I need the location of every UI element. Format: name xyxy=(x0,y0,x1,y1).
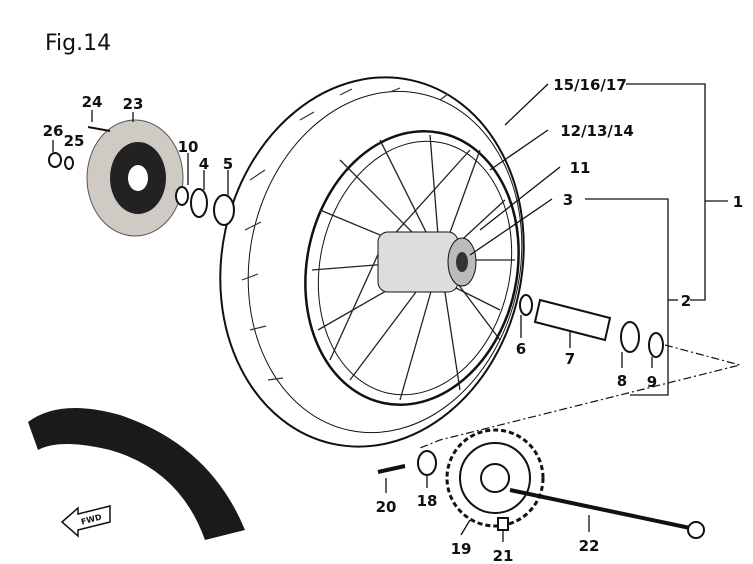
label-7: 7 xyxy=(565,350,575,368)
label-8: 8 xyxy=(617,372,627,390)
label-spokes: 11 xyxy=(570,159,591,177)
hub xyxy=(377,231,477,293)
tire-section xyxy=(28,407,245,540)
label-9: 9 xyxy=(647,373,657,391)
label-19: 19 xyxy=(451,540,472,558)
label-tire: 15/16/17 xyxy=(553,76,627,94)
fwd-arrow: FWD xyxy=(60,505,111,538)
label-18: 18 xyxy=(417,492,438,510)
right-parts xyxy=(519,294,664,358)
label-1: 1 xyxy=(733,193,743,211)
label-2: 2 xyxy=(681,292,691,310)
label-6: 6 xyxy=(516,340,526,358)
sprocket xyxy=(445,428,545,528)
axis-dashed-line xyxy=(419,344,743,449)
leader-lines xyxy=(52,83,728,542)
label-25: 25 xyxy=(64,132,85,150)
bearings-left xyxy=(48,126,235,226)
label-4: 4 xyxy=(199,155,209,173)
brake-disc xyxy=(86,119,184,237)
label-23: 23 xyxy=(123,95,144,113)
label-20: 20 xyxy=(376,498,397,516)
label-26: 26 xyxy=(43,122,64,140)
label-5: 5 xyxy=(223,155,233,173)
label-21: 21 xyxy=(493,547,514,564)
sprocket-parts xyxy=(377,450,705,539)
label-22: 22 xyxy=(579,537,600,555)
label-10: 10 xyxy=(178,138,199,156)
label-hub: 3 xyxy=(563,191,573,209)
label-rim: 12/13/14 xyxy=(560,122,634,140)
figure-title: Fig.14 xyxy=(45,31,111,56)
label-24: 24 xyxy=(82,93,103,111)
